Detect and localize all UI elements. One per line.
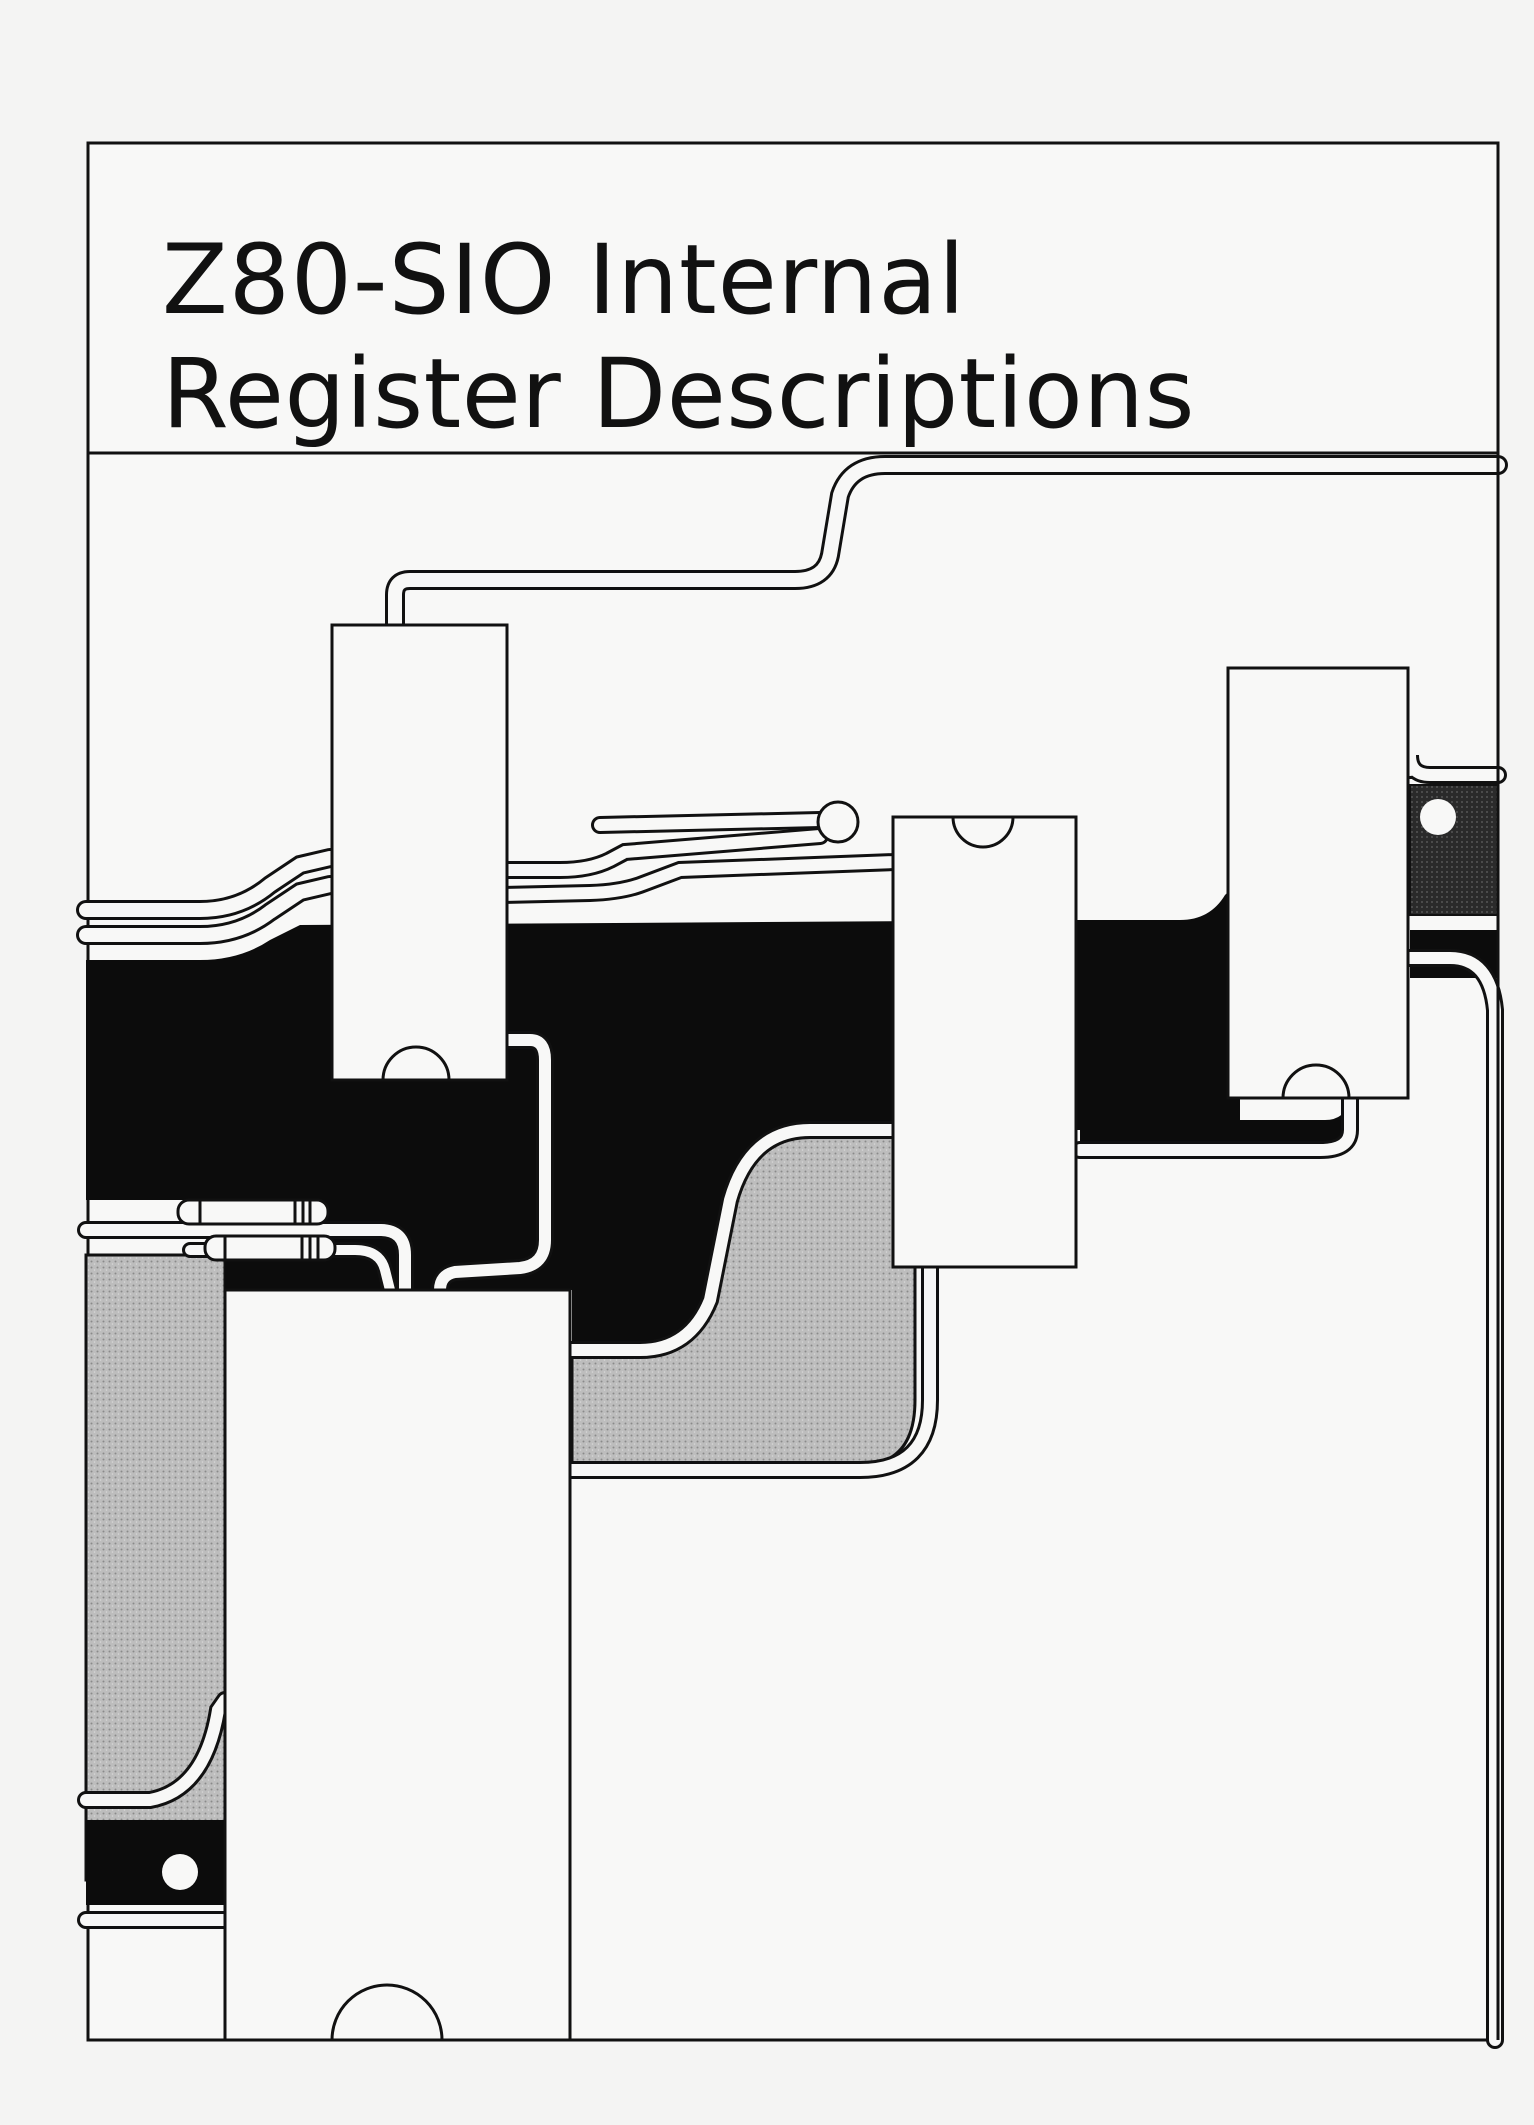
right-edge-pad-black bbox=[1409, 784, 1499, 916]
document-title-line-1: Z80-SIO Internal bbox=[162, 224, 966, 336]
ic-chip bbox=[1226, 666, 1410, 1100]
resistor bbox=[176, 1198, 330, 1226]
solder-pad bbox=[816, 800, 860, 844]
resistor bbox=[203, 1234, 337, 1262]
bottom-left-pad-black bbox=[86, 1820, 225, 1905]
stipple-region-left bbox=[84, 1253, 227, 1882]
document-title-line-2: Register Descriptions bbox=[162, 338, 1196, 450]
solder-pad bbox=[1420, 799, 1456, 835]
ic-chip bbox=[330, 623, 509, 1082]
ic-chip bbox=[891, 815, 1078, 1269]
solder-pad bbox=[162, 1854, 198, 1890]
ic-chip bbox=[223, 1288, 572, 2042]
